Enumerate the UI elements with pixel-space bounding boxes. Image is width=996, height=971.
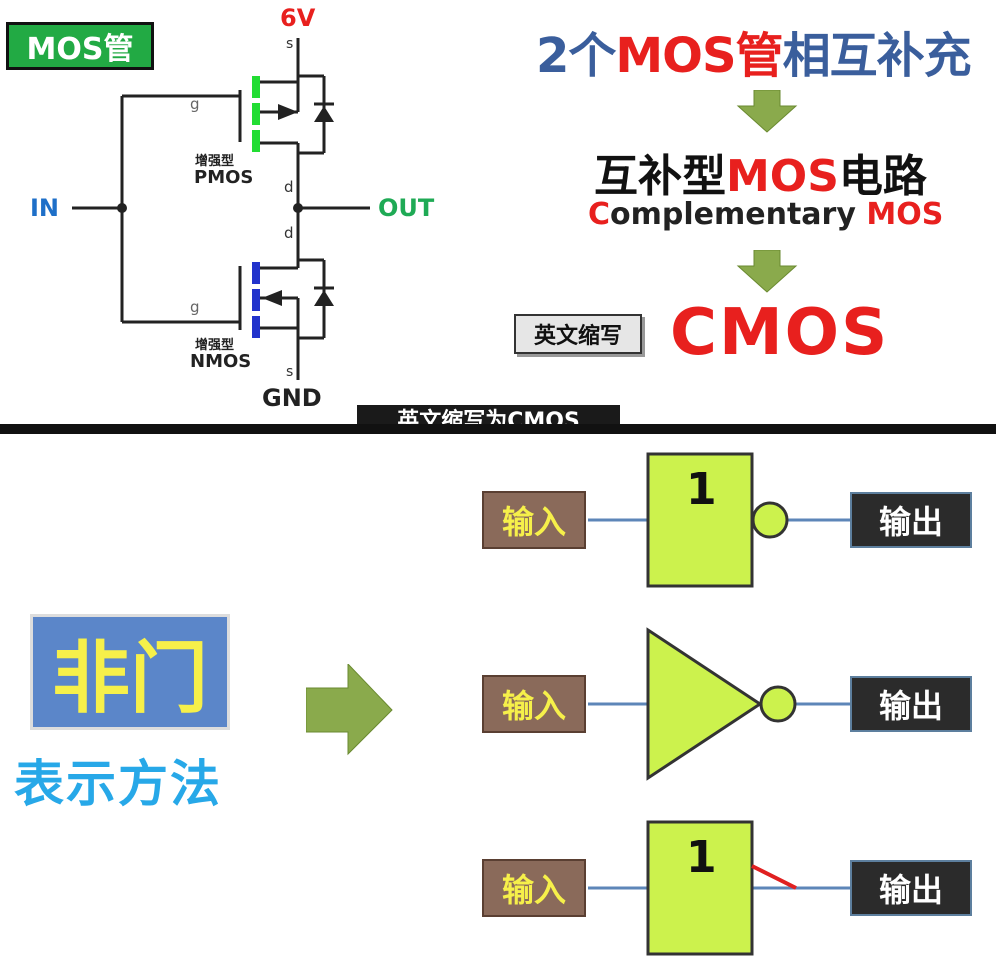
cmos-english-name: Complementary MOS (588, 197, 943, 232)
not-gate-negation-slash (751, 864, 797, 890)
abbreviation-label: 英文缩写 (514, 314, 642, 354)
pmos-name-label: PMOS (194, 167, 254, 188)
line3-rest: omplementary (610, 197, 856, 232)
title-rest: 相互补充 (782, 28, 972, 84)
nmos-type-label: 增强型 (195, 338, 235, 353)
cmos-abbreviation: CMOS (670, 296, 890, 370)
pmos-gate-pin: g (190, 95, 200, 113)
not-gate-ansi-bubble (759, 685, 797, 723)
not-gate-panel: 非门 表示方法 1 1 输入 输入 输入 输出 输出 输出 (0, 434, 996, 971)
gate-symbol-3: 1 (686, 832, 717, 883)
down-arrow-icon (736, 90, 798, 133)
nmos-arrow-icon (262, 290, 282, 306)
mos-tag: MOS管 (6, 22, 154, 70)
line3-mos: MOS (866, 197, 944, 232)
gate-symbol-1: 1 (686, 464, 717, 515)
down-arrow-icon (736, 250, 798, 293)
input-label-2: 输入 (482, 675, 586, 733)
not-gate-din-body (646, 820, 754, 956)
cmos-chinese-name: 互补型MOS电路 (594, 140, 927, 204)
subtitle-caption: 英文缩写为CMOS (357, 405, 620, 424)
title-mos: MOS管 (615, 28, 783, 84)
vdd-label: 6V (280, 4, 316, 32)
nmos-name-label: NMOS (190, 351, 252, 372)
nmos-drain-pin: d (284, 224, 294, 242)
pmos-diode-icon (314, 106, 334, 122)
nmos-diode-icon (314, 290, 334, 306)
pmos-type-label: 增强型 (195, 154, 235, 169)
input-label-3: 输入 (482, 859, 586, 917)
in-label: IN (30, 194, 60, 222)
pmos-drain-pin: d (284, 178, 294, 196)
nmos-source-pin: s (286, 364, 294, 380)
right-arrow-icon (306, 664, 393, 756)
not-gate-title: 非门 (30, 614, 230, 730)
out-label: OUT (378, 194, 435, 222)
nmos-gate-pin: g (190, 298, 200, 316)
cmos-intro-panel: MOS管 (0, 0, 996, 424)
input-label-1: 输入 (482, 491, 586, 549)
not-gate-ansi-body (646, 627, 763, 781)
cmos-circuit (72, 38, 370, 380)
line2-a: 互补型 (594, 151, 726, 202)
gate-symbols (588, 452, 850, 956)
line3-c: C (588, 197, 611, 232)
output-label-2: 输出 (850, 676, 972, 732)
representation-subtitle: 表示方法 (14, 755, 222, 813)
gnd-label: GND (262, 384, 322, 412)
line2-c: 电路 (838, 151, 927, 202)
not-gate-iec-bubble (751, 501, 789, 539)
line2-b: MOS (726, 151, 839, 202)
title: 2个MOS管相互补充 (536, 16, 972, 86)
output-label-1: 输出 (850, 492, 972, 548)
title-num: 2个 (536, 28, 616, 84)
pmos-source-pin: s (286, 36, 294, 52)
pmos-arrow-icon (278, 104, 298, 120)
output-label-3: 输出 (850, 860, 972, 916)
